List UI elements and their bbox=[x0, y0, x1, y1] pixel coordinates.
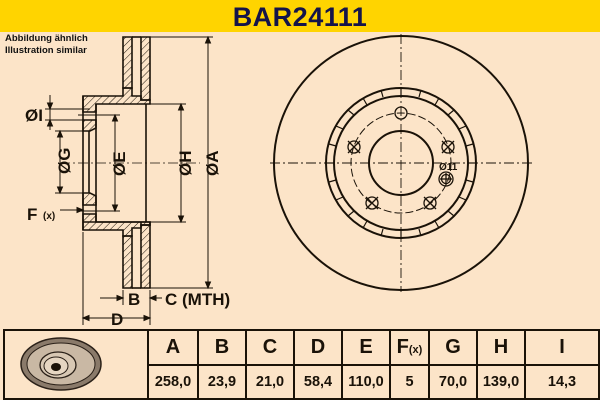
disc-thumbnail-cell bbox=[3, 329, 149, 400]
col-header-I: I bbox=[524, 329, 600, 366]
label-I: ØI bbox=[25, 106, 43, 125]
col-header-E: E bbox=[341, 329, 391, 366]
note-english: Illustration similar bbox=[5, 45, 87, 56]
value-B: 23,9 bbox=[197, 364, 247, 400]
col-header-H: H bbox=[476, 329, 526, 366]
note-german: Abbildung ähnlich bbox=[5, 33, 88, 44]
value-C: 21,0 bbox=[245, 364, 295, 400]
front-view bbox=[270, 34, 532, 292]
table-header-row: A B C D E F(x) G H I bbox=[3, 329, 600, 400]
value-D: 58,4 bbox=[293, 364, 343, 400]
label-D: D bbox=[111, 310, 123, 329]
label-E: ØE bbox=[110, 151, 129, 176]
bolt-holes bbox=[347, 106, 455, 210]
value-F: 5 bbox=[389, 364, 430, 400]
value-A: 258,0 bbox=[147, 364, 199, 400]
col-header-A: A bbox=[147, 329, 199, 366]
value-G: 70,0 bbox=[428, 364, 478, 400]
col-header-G: G bbox=[428, 329, 478, 366]
label-C: C (MTH) bbox=[165, 290, 230, 309]
col-header-D: D bbox=[293, 329, 343, 366]
col-header-F: F(x) bbox=[389, 329, 430, 366]
col-header-B: B bbox=[197, 329, 247, 366]
label-B: B bbox=[128, 290, 140, 309]
dimension-labels: ØI ØG ØE ØH ØA F (x) B C (MTH) D bbox=[25, 106, 230, 329]
illustration-note: Abbildung ähnlich Illustration similar bbox=[5, 33, 88, 57]
part-number-title: BAR24111 bbox=[232, 2, 368, 32]
label-H: ØH bbox=[176, 151, 195, 177]
value-H: 139,0 bbox=[476, 364, 526, 400]
value-I: 14,3 bbox=[524, 364, 600, 400]
col-header-F-sub: (x) bbox=[408, 344, 423, 356]
technical-drawing: ØI ØG ØE ØH ØA F (x) B C (MTH) D bbox=[25, 34, 532, 329]
dimension-lines bbox=[45, 35, 213, 325]
label-F: F bbox=[27, 205, 37, 224]
col-header-C: C bbox=[245, 329, 295, 366]
label-G: ØG bbox=[55, 148, 74, 174]
header-bar: BAR24111 bbox=[0, 0, 600, 32]
col-header-F-main: F bbox=[396, 336, 409, 358]
brake-disc-thumbnail-icon bbox=[20, 336, 102, 391]
label-A: ØA bbox=[203, 151, 222, 177]
value-E: 110,0 bbox=[341, 364, 391, 400]
dimensions-table: A B C D E F(x) G H I 258,0 23,9 21,0 58,… bbox=[3, 329, 600, 400]
table-value-row: 258,0 23,9 21,0 58,4 110,0 5 70,0 139,0 … bbox=[4, 364, 600, 400]
bolt-hole-label: Ø11 bbox=[439, 162, 458, 173]
label-F-sub: (x) bbox=[43, 211, 55, 222]
